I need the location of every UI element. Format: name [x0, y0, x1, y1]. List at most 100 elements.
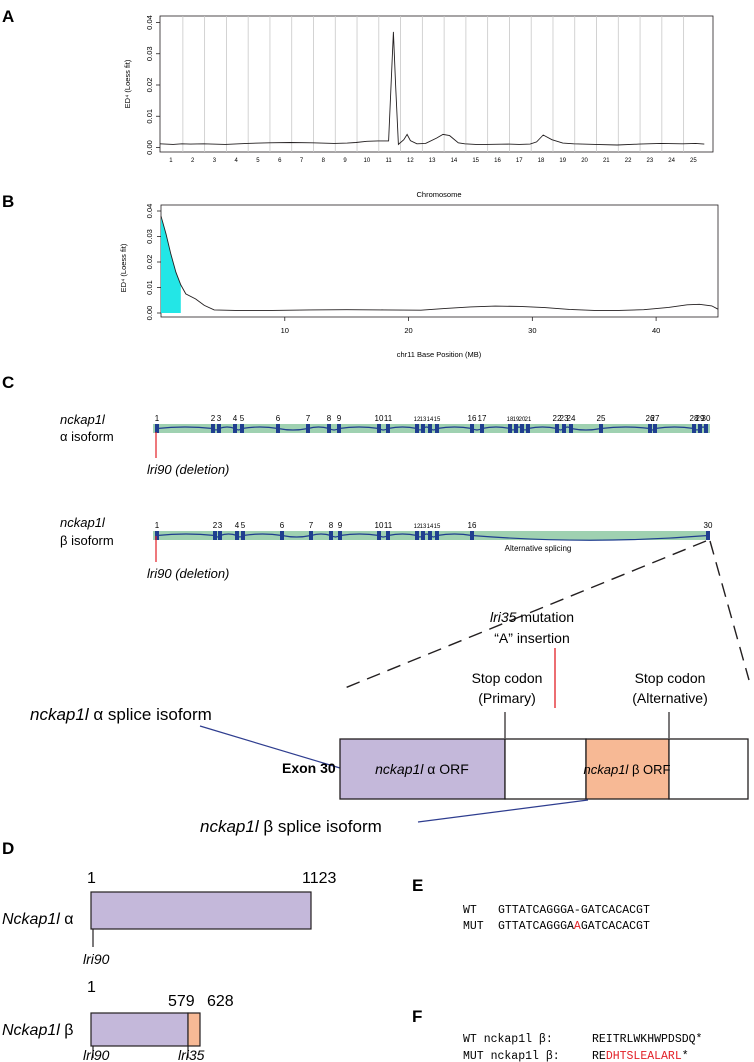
alignment-f: WT nckap1l β: REITRLWKHWPDSDQ* MUT nckap… [463, 1033, 702, 1062]
alpha-allele-label: lri90 (deletion) [147, 462, 229, 477]
exon-number: 3 [217, 414, 222, 423]
exon-block [692, 424, 696, 433]
x-tick-label: 10 [281, 326, 289, 335]
alpha-orf-rest: ORF [435, 761, 468, 777]
exon-number: 16 [468, 521, 477, 530]
seq-f-wt-label: WT nckap1l β: [463, 1033, 553, 1046]
beta-protein-label: Nckap1l β [2, 1022, 73, 1039]
y-tick-label: 0.00 [145, 140, 154, 155]
exon-number: 13 [420, 524, 427, 530]
alpha-protein-label: Nckap1l α [2, 911, 74, 928]
exon-block [211, 424, 215, 433]
exon-block [653, 424, 657, 433]
beta-splice-gene: nckap1l [200, 817, 260, 836]
seq-e-mut: GTTATCAGGGAAGATCACACGT [498, 920, 650, 933]
stop-alternative-line2: (Alternative) [632, 690, 707, 706]
exon-block [599, 424, 603, 433]
exon-block [508, 424, 512, 433]
panel-label-e: E [412, 876, 423, 895]
exon-block [704, 424, 708, 433]
y-tick-label: 0.01 [145, 109, 154, 124]
exon-number: 21 [525, 417, 532, 423]
alpha-protein-allele: lri90 [83, 951, 110, 967]
alternative-splicing-label: Alternative splicing [505, 544, 572, 553]
alpha-symbol: α [60, 429, 71, 444]
exon-number: 8 [329, 521, 334, 530]
y-tick-label: 0.03 [145, 229, 154, 244]
exon-number: 4 [233, 414, 238, 423]
exon-number: 2 [211, 414, 216, 423]
exon-number: 2 [213, 521, 218, 530]
exon-block [415, 424, 419, 433]
exon-number: 3 [218, 521, 223, 530]
exon-number: 16 [468, 414, 477, 423]
alpha-orf-label: nckap1l α ORF [375, 761, 469, 777]
exon-block [648, 424, 652, 433]
exon-number: 4 [235, 521, 240, 530]
exon-block [421, 531, 425, 540]
y-tick-label: 0.03 [145, 46, 154, 61]
exon-block [435, 424, 439, 433]
plot-frame [160, 204, 719, 318]
exon-block [217, 424, 221, 433]
exon-block [428, 531, 432, 540]
beta-splice-label: nckap1l β splice isoform [200, 817, 382, 836]
alpha-splice-gene: nckap1l [30, 705, 90, 724]
exon-block [337, 424, 341, 433]
x-tick-label: 9 [343, 158, 347, 164]
highlight-area [161, 216, 181, 313]
exon-number: 9 [337, 414, 342, 423]
beta-gene-name: nckap1l [60, 515, 106, 530]
beta-protein-name: Nckap1l [2, 1022, 60, 1039]
exon-block [480, 424, 484, 433]
x-tick-label: 20 [581, 158, 588, 164]
exon-number: 5 [241, 521, 246, 530]
exon-block [526, 424, 530, 433]
beta-orf-box [585, 738, 670, 800]
exon-number: 27 [651, 414, 660, 423]
exon-block [377, 424, 381, 433]
exon-block [520, 424, 524, 433]
exon-block [241, 531, 245, 540]
exon-block [377, 531, 381, 540]
alpha-orf-symbol: α [423, 761, 435, 777]
stop-primary-line2: (Primary) [478, 690, 536, 706]
exon-block [276, 424, 280, 433]
y-axis-label: ED⁴ (Loess fit) [123, 59, 132, 108]
exon-block [240, 424, 244, 433]
y-tick-label: 0.04 [145, 15, 154, 30]
alignment-e: WT GTTATCAGGGA-GATCACACGT MUT GTTATCAGGG… [463, 904, 650, 933]
y-tick-label: 0.02 [145, 78, 154, 93]
beta-splice-rest: splice isoform [273, 817, 382, 836]
alpha-protein-bar [90, 891, 312, 930]
x-tick-label: 15 [472, 158, 479, 164]
exon-block [218, 531, 222, 540]
zoom-line-right [709, 540, 750, 681]
x-tick-label: 40 [652, 326, 660, 335]
x-tick-label: 6 [278, 158, 282, 164]
exon-block [155, 424, 159, 433]
exon-block [428, 424, 432, 433]
exon-block [698, 424, 702, 433]
y-tick-label: 0.00 [145, 306, 154, 321]
exon-number: 13 [420, 417, 427, 423]
exon-number: 20 [519, 417, 526, 423]
panel-label-c: C [2, 373, 14, 392]
panel-label-d: D [2, 839, 14, 858]
x-tick-label: 13 [429, 158, 436, 164]
alpha-splice-symbol: α [89, 705, 104, 724]
seq-e-wt-label: WT [463, 904, 477, 917]
exon-block [233, 424, 237, 433]
alpha-splice-pointer [199, 725, 341, 769]
exon-number: 11 [384, 521, 393, 530]
exon30-label: Exon 30 [282, 760, 336, 776]
exon-number: 11 [384, 414, 393, 423]
exon-block [155, 531, 159, 540]
beta-orf-rest: ORF [639, 762, 670, 777]
exon-number: 10 [375, 521, 384, 530]
y-tick-label: 0.04 [145, 204, 154, 219]
beta-allele-name: lri90 [147, 566, 172, 581]
seq-e-wt: GTTATCAGGGA-GATCACACGT [498, 904, 650, 917]
